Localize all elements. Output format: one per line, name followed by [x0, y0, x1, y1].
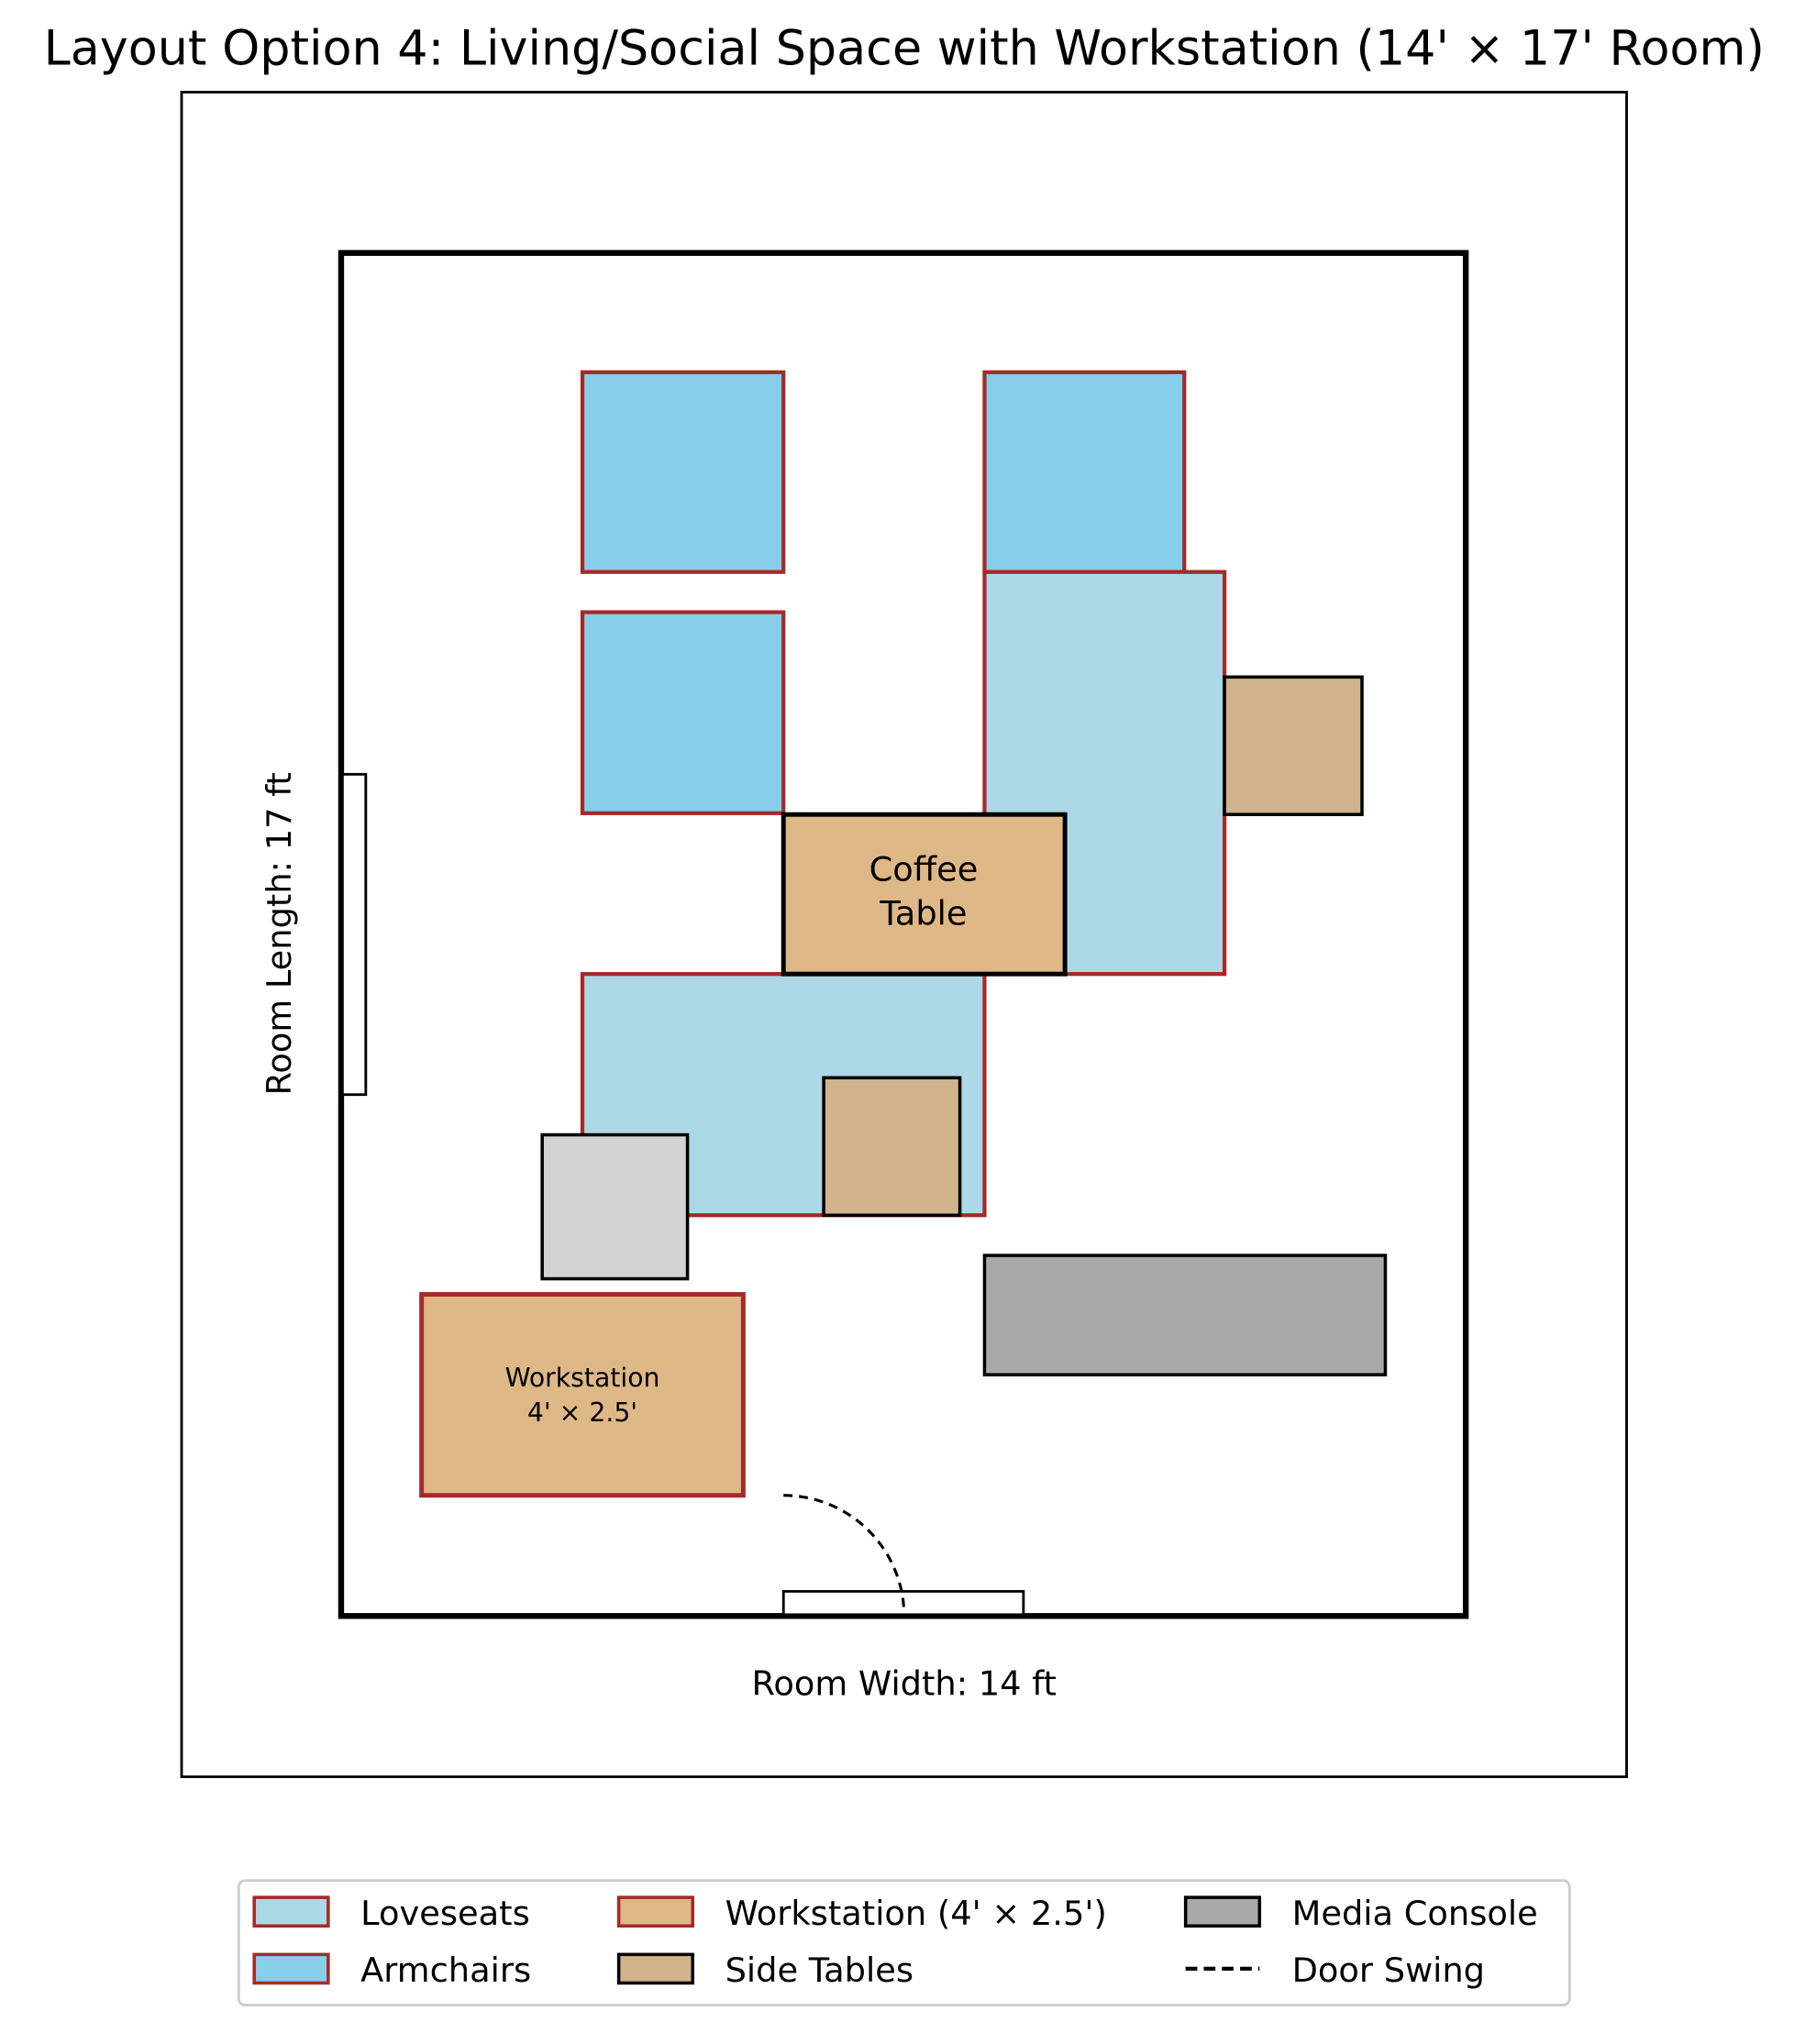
svg-text:Loveseats: Loveseats	[360, 1894, 530, 1933]
workstation-swatch	[616, 1895, 694, 1928]
coffee-table: Coffee Table	[781, 812, 1068, 977]
legend-item-armchairs: Armchairs	[252, 1950, 531, 1990]
room-width-label: Room Width: 14 ft	[752, 1664, 1057, 1704]
side-tables-swatch	[616, 1952, 694, 1985]
legend-item-side-tables: Side Tables	[616, 1950, 914, 1990]
armchairs-swatch	[252, 1952, 330, 1985]
workstation: Workstation 4' × 2.5'	[419, 1292, 746, 1498]
armchair-top-left	[580, 370, 786, 574]
legend-item-media-console: Media Console	[1183, 1894, 1538, 1933]
page-title: Layout Option 4: Living/Social Space wit…	[44, 21, 1765, 77]
workstation-label-line1: Workstation	[505, 1363, 660, 1393]
legend-item-loveseats: Loveseats	[252, 1894, 530, 1933]
svg-text:Side Tables: Side Tables	[725, 1950, 914, 1990]
room-length-label: Room Length: 17 ft	[260, 772, 299, 1095]
side-table-right	[1223, 675, 1364, 816]
legend-item-workstation: Workstation (4' × 2.5')	[616, 1894, 1107, 1933]
media-console-swatch	[1183, 1895, 1262, 1928]
armchair-top-right	[982, 370, 1187, 574]
window	[340, 772, 368, 1097]
desk-chair	[540, 1132, 690, 1281]
door-swing-arc	[783, 1494, 906, 1617]
legend: Loveseats Armchairs Workstation (4' × 2.…	[237, 1879, 1571, 2006]
coffee-table-label-line1: Coffee	[869, 849, 979, 889]
svg-text:Media Console: Media Console	[1292, 1894, 1538, 1933]
media-console	[982, 1254, 1388, 1376]
workstation-label-line2: 4' × 2.5'	[527, 1398, 637, 1428]
armchair-middle-left	[580, 610, 786, 815]
svg-text:Workstation (4' × 2.5'): Workstation (4' × 2.5')	[725, 1894, 1107, 1933]
legend-item-door-swing: Door Swing	[1185, 1950, 1485, 1990]
svg-text:Door Swing: Door Swing	[1292, 1950, 1485, 1990]
svg-text:Armchairs: Armchairs	[360, 1950, 531, 1990]
loveseats-swatch	[252, 1895, 330, 1928]
coffee-table-label-line2: Table	[879, 893, 967, 933]
side-table-bottom	[822, 1076, 962, 1217]
